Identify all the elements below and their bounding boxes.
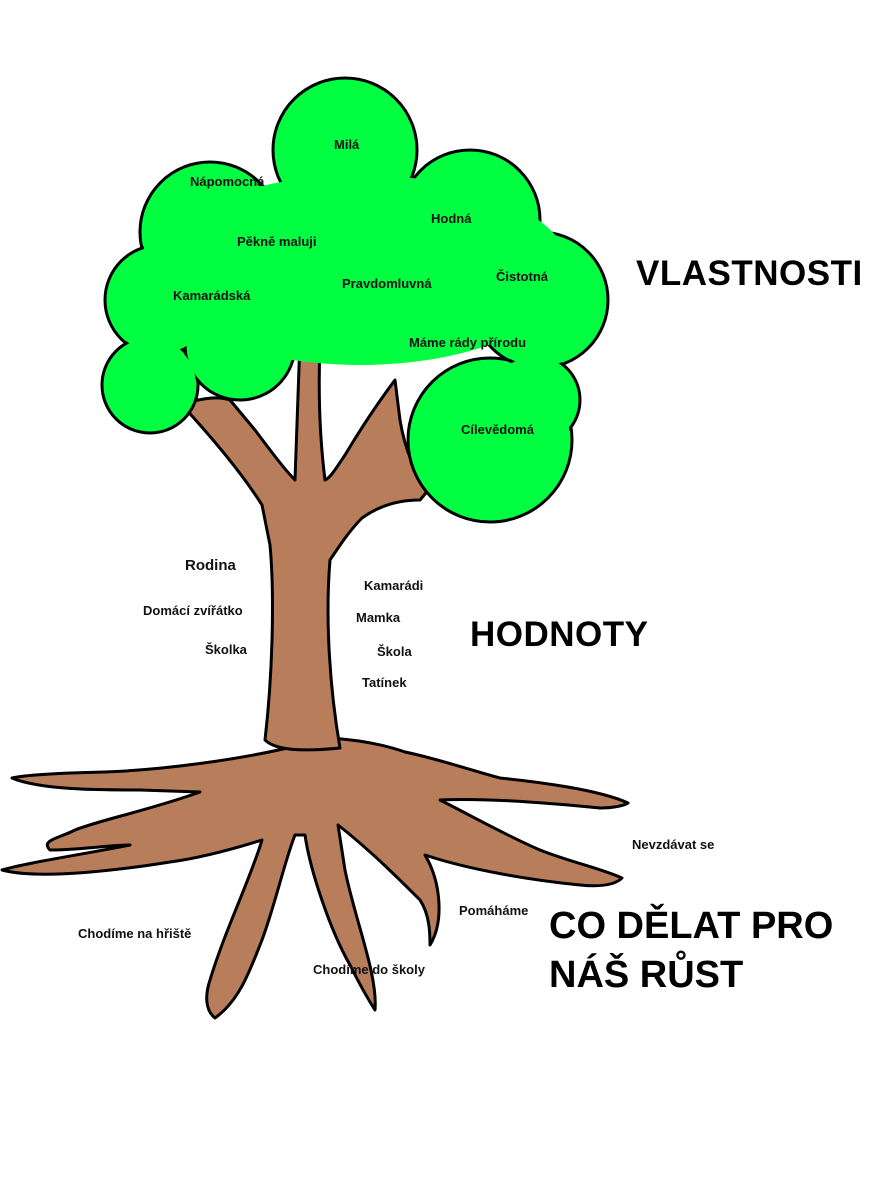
vlastnost-label: Milá [334,137,360,152]
vlastnost-label: Pravdomluvná [342,276,432,291]
heading-vlastnosti: VLASTNOSTI [636,254,863,293]
vlastnost-label: Čistotná [496,269,548,284]
tree-crown-fill [104,80,606,520]
hodnota-label: Kamarádi [364,578,424,593]
root-label: Pomáháme [459,903,529,918]
vlastnost-label: Nápomocná [190,174,265,189]
hodnota-label: Tatínek [362,675,407,690]
hodnota-label: Rodina [185,557,236,574]
tree-roots [0,736,630,1020]
root-label: Chodíme na hřiště [78,926,192,941]
hodnota-label: Domácí zvířátko [143,603,243,618]
hodnota-label: Škola [377,644,412,659]
vlastnost-label: Cílevědomá [461,422,534,437]
root-label: Chodíme do školy [313,962,425,977]
vlastnost-label: Kamarádská [173,288,251,303]
vlastnost-label: Pěkně maluji [237,234,317,249]
tree-trunk [180,338,432,752]
hodnota-label: Školka [205,642,247,657]
root-label: Nevzdávat se [632,837,715,852]
heading-co-delat-line2: NÁŠ RŮST [549,953,744,996]
hodnota-label: Mamka [356,610,401,625]
vlastnost-label: Máme rády přírodu [409,335,527,350]
vlastnost-label: Hodná [431,211,472,226]
heading-hodnoty: HODNOTY [470,615,649,654]
heading-co-delat: CO DĚLAT PRO NÁŠ RŮST [549,902,833,999]
heading-co-delat-line1: CO DĚLAT PRO [549,905,834,947]
